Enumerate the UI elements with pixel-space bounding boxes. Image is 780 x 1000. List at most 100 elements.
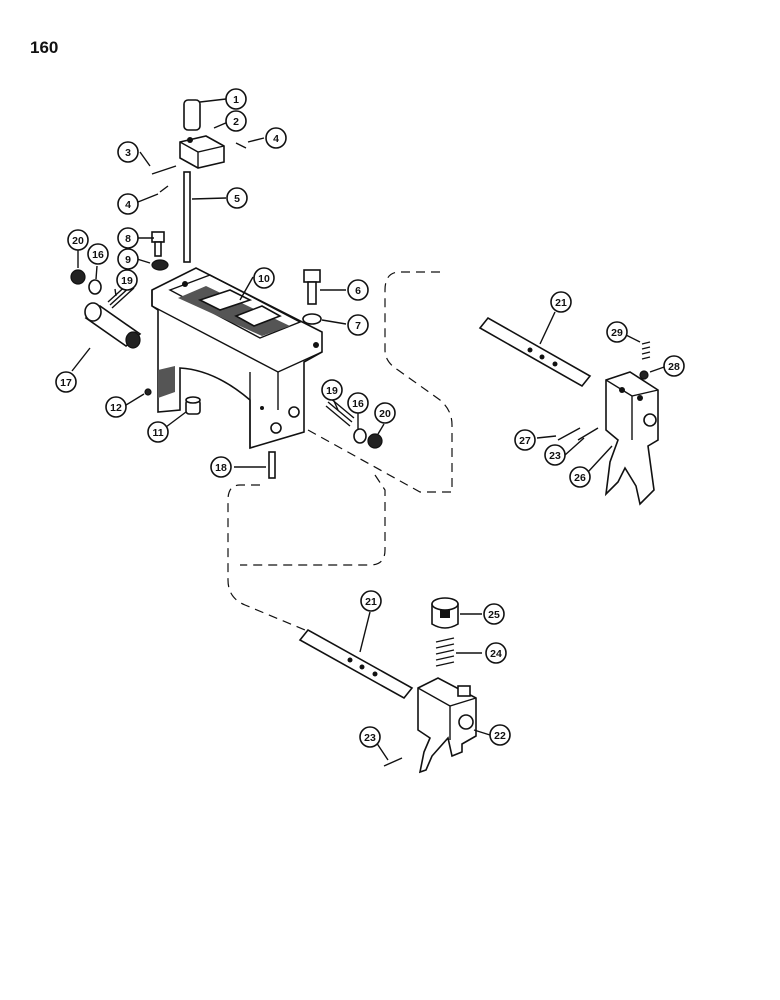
callout-circle [569,466,591,488]
callout-circle [105,396,127,418]
callout-23: 23 [359,726,381,748]
callout-18: 18 [210,456,232,478]
shift-rail-part [478,316,592,388]
pin-part [383,757,403,767]
callout-number: 12 [110,402,122,414]
callout-circle [87,243,109,265]
pin-part [159,185,169,193]
callout-17: 17 [55,371,77,393]
callout-circle [347,279,369,301]
callout-1: 1 [225,88,247,110]
shift-housing-part [151,267,323,450]
pin-part [577,427,599,441]
callout-circle [544,444,566,466]
callout-number: 19 [326,385,338,397]
callout-number: 21 [365,596,377,608]
callout-circle [485,642,507,664]
callout-number: 25 [488,609,500,621]
nut-part [70,269,86,285]
callout-circle [117,193,139,215]
assembly-dashed-line-upper [289,271,453,493]
callout-24: 24 [485,642,507,664]
callout-number: 26 [574,472,586,484]
callout-28: 28 [663,355,685,377]
callout-11: 11 [147,421,169,443]
callout-9: 9 [117,248,139,270]
callout-number: 7 [355,320,361,332]
callout-25: 25 [483,603,505,625]
callout-7: 7 [347,314,369,336]
callout-number: 28 [668,361,680,373]
callout-number: 22 [494,730,506,742]
callout-number: 16 [352,398,364,410]
callout-number: 4 [125,199,131,211]
callout-19: 19 [116,269,138,291]
callout-number: 1 [233,94,239,106]
callout-number: 17 [60,377,72,389]
callout-circle [606,321,628,343]
callout-circle [253,267,275,289]
callout-circle [117,248,139,270]
tube-part [84,302,142,349]
callout-number: 19 [121,275,133,287]
spring-part [641,341,651,360]
callout-number: 27 [519,435,531,447]
callout-number: 5 [234,193,240,205]
callout-circle [483,603,505,625]
callout-number: 10 [258,273,270,285]
callout-circle [117,141,139,163]
callout-19: 19 [321,379,343,401]
callout-29: 29 [606,321,628,343]
callout-10: 10 [253,267,275,289]
washer-part [353,428,367,444]
callout-2: 2 [225,110,247,132]
callout-circle [67,229,89,251]
plug-part [431,597,459,629]
callout-5: 5 [226,187,248,209]
callout-number: 6 [355,285,361,297]
callout-20: 20 [67,229,89,251]
callout-6: 6 [347,279,369,301]
assembly-dashed-line-lower [240,474,386,566]
nut-part [302,313,322,325]
callout-12: 12 [105,396,127,418]
callout-number: 21 [555,297,567,309]
pin-part [235,142,247,149]
callout-number: 16 [92,249,104,261]
callout-circle [359,726,381,748]
callout-circle [489,724,511,746]
callout-circle [550,291,572,313]
callout-4: 4 [117,193,139,215]
assembly-dashed-line-lower-box [227,484,306,631]
callout-circle [360,590,382,612]
ball-part [639,370,649,380]
callout-3: 3 [117,141,139,163]
callout-4: 4 [265,127,287,149]
callout-circle [347,392,369,414]
callout-circle [210,456,232,478]
bolt-part [151,231,165,257]
callout-number: 20 [72,235,84,247]
callout-number: 29 [611,327,623,339]
page-number: 160 [30,38,59,57]
callout-21: 21 [550,291,572,313]
callout-circle [117,227,139,249]
callout-circle [225,88,247,110]
callout-22: 22 [489,724,511,746]
shift-fork-part [604,371,659,506]
spring-part [183,99,201,131]
callout-number: 9 [125,254,131,266]
callout-number: 23 [364,732,376,744]
shift-fork-part [417,677,477,774]
callout-number: 2 [233,116,239,128]
callout-circle [663,355,685,377]
callout-23: 23 [544,444,566,466]
callout-number: 18 [215,462,227,474]
callout-number: 3 [125,147,131,159]
callout-number: 23 [549,450,561,462]
callout-circle [116,269,138,291]
callout-circle [514,429,536,451]
callout-circle [225,110,247,132]
